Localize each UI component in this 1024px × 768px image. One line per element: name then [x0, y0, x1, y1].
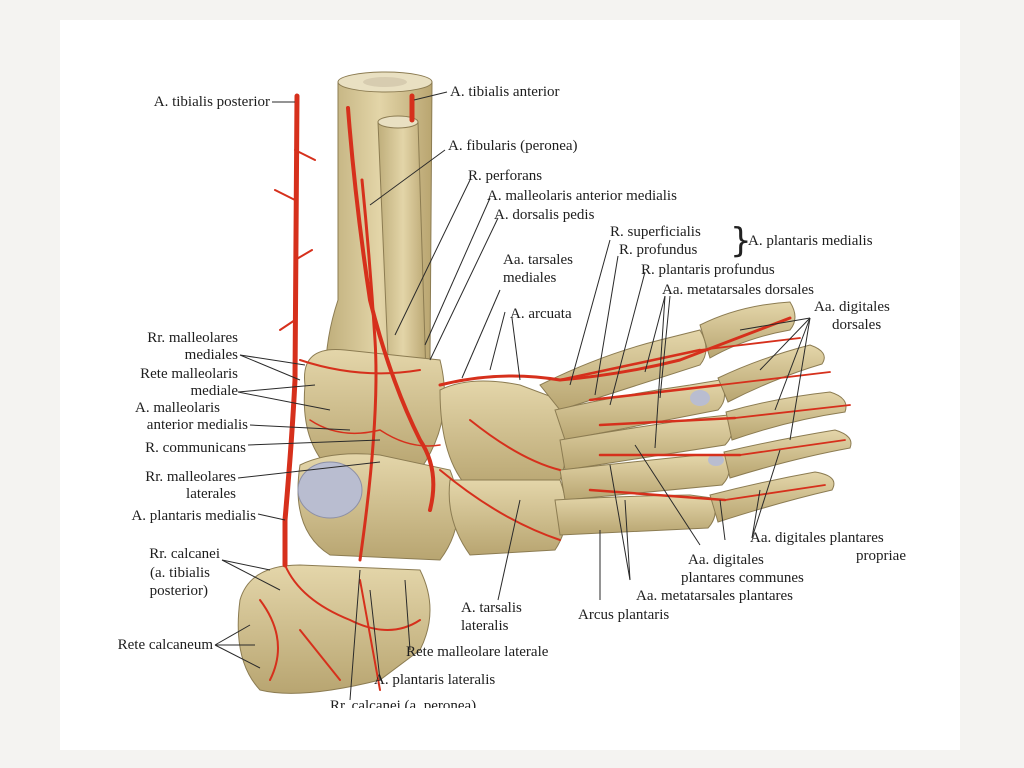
- label-rr-calcanei-1: Rr. calcanei: [149, 546, 220, 562]
- label-malleolaris-anterior-medialis: A. malleolaris anterior medialis: [487, 188, 677, 204]
- label-tarsalis-lateralis-1: A. tarsalis: [461, 600, 522, 616]
- label-r-communicans: R. communicans: [145, 440, 246, 456]
- metatarsal-bones: [539, 329, 733, 536]
- label-rr-calcanei-2: (a. tibialis: [150, 565, 210, 581]
- navicular-bone: [439, 380, 568, 491]
- label-r-profundus: R. profundus: [619, 242, 698, 258]
- label-rr-malleolares-mediales-2: mediales: [184, 347, 238, 363]
- label-arcuata: A. arcuata: [510, 306, 572, 322]
- label-rr-calcanei-3: posterior): [149, 583, 208, 599]
- label-rr-calcanei-peronea-cut: Rr. calcanei (a. peronea): [330, 698, 477, 708]
- label-arcus-plantaris: Arcus plantaris: [578, 607, 670, 623]
- label-rete-calcaneum: Rete calcaneum: [117, 637, 213, 653]
- label-metatarsales-plantares: Aa. metatarsales plantares: [636, 588, 794, 604]
- label-tibialis-anterior: A. tibialis anterior: [450, 84, 560, 100]
- label-rr-malleolares-laterales-1: Rr. malleolares: [145, 469, 236, 485]
- label-tarsales-mediales-2: mediales: [503, 270, 557, 286]
- label-rete-malleolaris-mediale-1: Rete malleolaris: [140, 366, 238, 382]
- label-a-plantaris-lateralis: A. plantaris lateralis: [374, 672, 496, 688]
- label-r-superficialis: R. superficialis: [610, 224, 701, 240]
- label-a-plantaris-medialis-top: A. plantaris medialis: [748, 233, 873, 249]
- label-malleolaris-anterior-medialis-left-2: anterior medialis: [146, 417, 248, 433]
- label-tarsales-mediales-1: Aa. tarsales: [503, 252, 573, 268]
- label-rete-malleolare-laterale: Rete malleolare laterale: [406, 644, 549, 660]
- label-a-plantaris-medialis-left: A. plantaris medialis: [131, 508, 256, 524]
- label-rr-malleolares-laterales-2: laterales: [186, 486, 236, 502]
- label-metatarsales-dorsales: Aa. metatarsales dorsales: [662, 282, 815, 298]
- label-malleolaris-anterior-medialis-left-1: A. malleolaris: [135, 400, 220, 416]
- label-tibialis-posterior: A. tibialis posterior: [153, 94, 270, 110]
- label-digitales-plantares-communes-2: plantares communes: [681, 570, 804, 586]
- phalanx-bones: [699, 301, 852, 523]
- leader-lines: [214, 91, 811, 701]
- talus-cartilage: [297, 461, 363, 519]
- label-dorsalis-pedis: A. dorsalis pedis: [494, 207, 595, 223]
- label-digitales-dorsales-1: Aa. digitales: [814, 299, 890, 315]
- label-rete-malleolaris-mediale-2: mediale: [190, 383, 238, 399]
- label-fibularis: A. fibularis (peronea): [448, 138, 578, 154]
- label-digitales-plantares-propriae-1: Aa. digitales plantares: [750, 530, 884, 546]
- label-rr-malleolares-mediales-1: Rr. malleolares: [147, 330, 238, 346]
- label-digitales-dorsales-2: dorsales: [832, 317, 882, 333]
- label-tarsalis-lateralis-2: lateralis: [461, 618, 509, 634]
- label-r-plantaris-profundus: R. plantaris profundus: [641, 262, 775, 278]
- label-digitales-plantares-propriae-2: propriae: [856, 548, 906, 564]
- label-perforans: R. perforans: [468, 168, 543, 184]
- label-digitales-plantares-communes-1: Aa. digitales: [688, 552, 764, 568]
- bracket-plantaris-medialis: }: [730, 221, 752, 261]
